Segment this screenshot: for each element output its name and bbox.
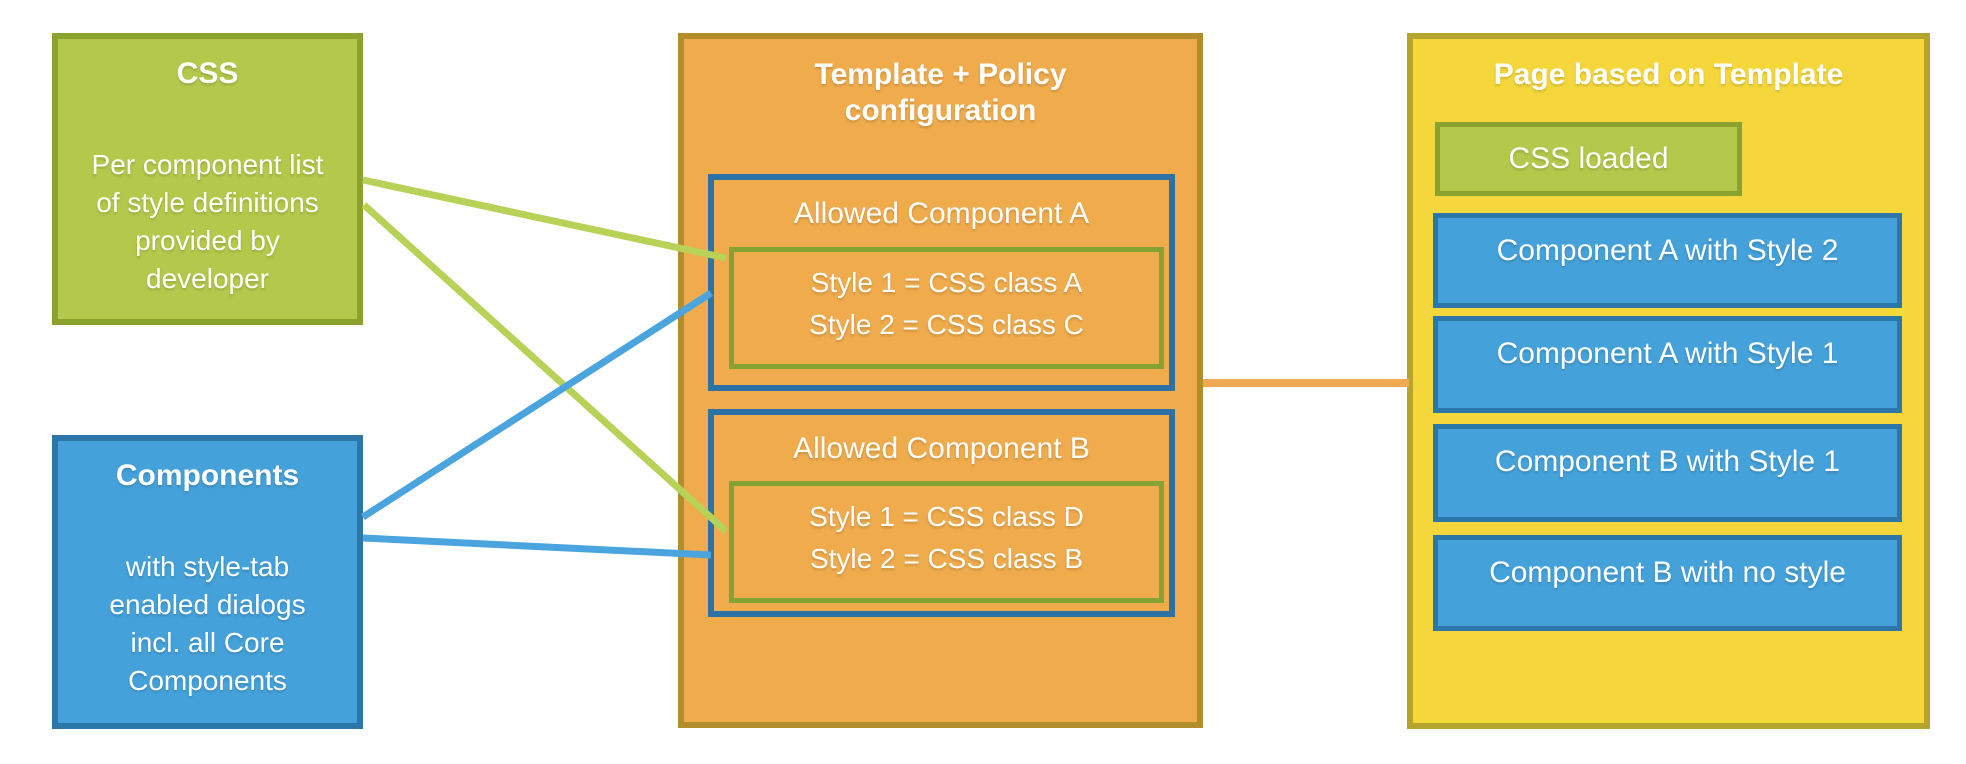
page-component-box: Component A with Style 2 bbox=[1433, 213, 1902, 308]
style-list-a: Style 1 = CSS class A Style 2 = CSS clas… bbox=[729, 247, 1164, 369]
css-loaded-box: CSS loaded bbox=[1435, 122, 1742, 196]
allowed-component-b-title: Allowed Component B bbox=[793, 432, 1090, 465]
style-mapping: Style 2 = CSS class C bbox=[809, 309, 1084, 340]
template-policy-box: Template + Policy configuration Allowed … bbox=[678, 33, 1203, 728]
components-box-description-line: with style-tab bbox=[125, 551, 290, 582]
css-box-title: CSS bbox=[176, 57, 239, 90]
connector-css-to-style-list-b bbox=[361, 202, 729, 534]
connector-components-to-allowed-a bbox=[361, 290, 713, 520]
allowed-component-a-title: Allowed Component A bbox=[793, 197, 1090, 230]
style-mapping: Style 1 = CSS class A bbox=[810, 267, 1083, 298]
page-template-box: Page based on Template CSS loaded Compon… bbox=[1407, 33, 1930, 729]
template-box-title: Template + Policy configuration bbox=[814, 58, 1067, 127]
style-mapping: Style 2 = CSS class B bbox=[809, 543, 1084, 574]
css-box-description-line: provided by bbox=[135, 225, 280, 256]
style-list-b: Style 1 = CSS class D Style 2 = CSS clas… bbox=[729, 481, 1164, 603]
page-component-box: Component B with Style 1 bbox=[1433, 424, 1902, 522]
css-box-description-line: Per component list bbox=[91, 149, 324, 180]
components-box-description-line: Components bbox=[128, 665, 287, 696]
components-source-box: Components with style-tab enabled dialog… bbox=[52, 435, 363, 729]
style-mapping: Style 1 = CSS class D bbox=[809, 501, 1084, 532]
components-box-title: Components bbox=[115, 459, 300, 492]
allowed-component-a-box: Allowed Component A Style 1 = CSS class … bbox=[708, 174, 1175, 391]
page-component-box: Component A with Style 1 bbox=[1433, 316, 1902, 413]
connector-css-to-style-list-a bbox=[362, 176, 727, 262]
components-box-description: with style-tab enabled dialogs incl. all… bbox=[58, 548, 357, 700]
page-box-title: Page based on Template bbox=[1493, 58, 1844, 91]
css-box-description: Per component list of style definitions … bbox=[58, 146, 357, 298]
connector-components-to-allowed-b bbox=[362, 534, 712, 559]
components-box-description-line: incl. all Core bbox=[130, 627, 285, 658]
page-component-box: Component B with no style bbox=[1433, 535, 1902, 631]
css-source-box: CSS Per component list of style definiti… bbox=[52, 33, 363, 325]
components-box-description-line: enabled dialogs bbox=[109, 589, 306, 620]
css-box-description-line: developer bbox=[146, 263, 269, 294]
css-box-description-line: of style definitions bbox=[96, 187, 319, 218]
allowed-component-b-box: Allowed Component B Style 1 = CSS class … bbox=[708, 409, 1175, 617]
